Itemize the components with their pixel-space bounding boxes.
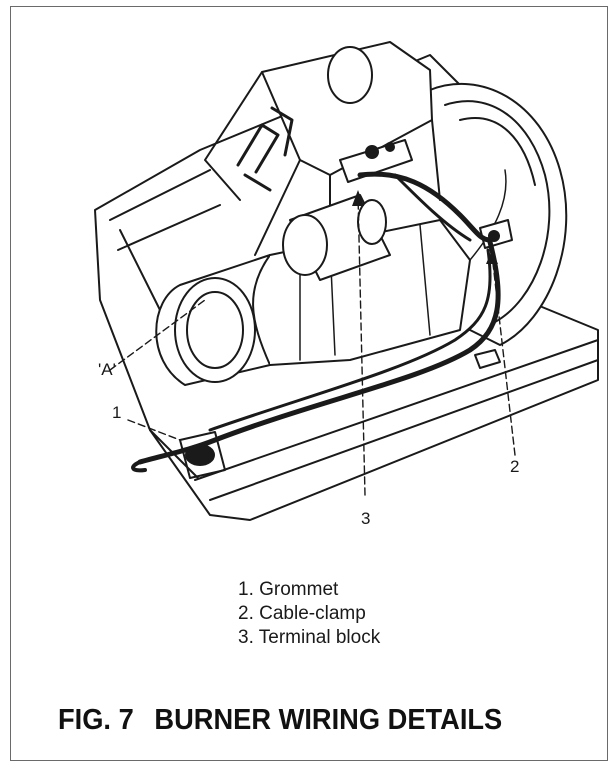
- solenoid-cylinder: [282, 194, 391, 281]
- callout-label-1: 1: [112, 403, 122, 422]
- leader-a: [109, 299, 206, 371]
- callout-label-a: 'A': [98, 360, 116, 379]
- callout-label-3: 3: [361, 509, 371, 528]
- leader-lines: [109, 194, 516, 496]
- terminal-block: [339, 139, 413, 183]
- parts-legend: 1. Grommet 2. Cable-clamp 3. Terminal bl…: [238, 578, 380, 650]
- figure-title: BURNER WIRING DETAILS: [154, 704, 503, 736]
- legend-item-terminal-block: 3. Terminal block: [238, 627, 381, 648]
- legend-item-grommet: 1. Grommet: [238, 579, 339, 600]
- leader-arrows: [352, 190, 498, 264]
- figure-caption: FIG. 7 BURNER WIRING DETAILS: [58, 704, 502, 737]
- figure-number: FIG. 7: [58, 704, 134, 736]
- callout-label-2: 2: [510, 457, 520, 476]
- figure-frame: [10, 6, 608, 761]
- arrow-decal: [236, 106, 294, 192]
- leader-2: [491, 254, 516, 456]
- legend-item-cable-clamp: 2. Cable-clamp: [238, 603, 366, 624]
- control-box: [204, 41, 441, 256]
- burner-wiring-illustration: [94, 41, 599, 521]
- leader-1: [127, 419, 181, 441]
- leader-3: [357, 194, 366, 496]
- grommet: [179, 431, 226, 479]
